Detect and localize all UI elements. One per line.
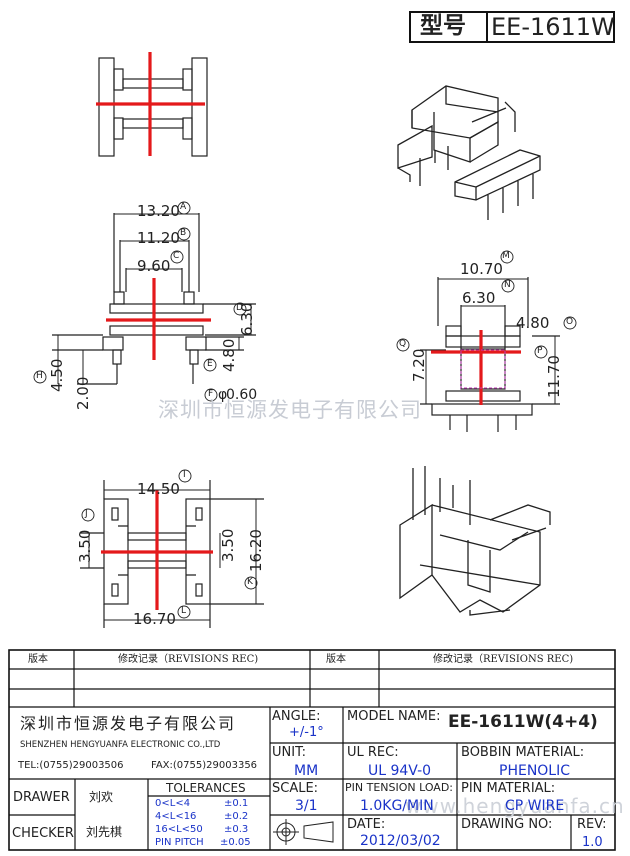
marker-l: L: [181, 606, 187, 616]
dim-h: 4.50: [48, 358, 66, 392]
dim-f: 0.60: [226, 387, 258, 403]
red-center-lines: [96, 52, 521, 610]
company-name-en: SHENZHEN HENGYUANFA ELECTRONIC CO.,LTD: [20, 740, 221, 750]
front-view-outline: [52, 213, 256, 385]
title-block-grid: [8, 649, 616, 851]
checker-name: 刘先棋: [86, 825, 123, 839]
projection-symbol: [273, 819, 334, 845]
dim-o: 4.80: [516, 314, 550, 332]
dim-g: 2.00: [74, 376, 92, 410]
model-header-box: [409, 11, 615, 43]
ul-label: UL REC:: [347, 745, 399, 760]
dim-q: 7.20: [410, 348, 428, 382]
tolerance-range: PIN PITCH: [155, 837, 204, 848]
dim-c: 9.60: [137, 257, 171, 275]
model-header-value: EE-1611W: [491, 13, 615, 41]
marker-i: I: [183, 470, 186, 480]
bobbin-material-value: PHENOLIC: [499, 763, 571, 779]
tolerance-range: 16<L<50: [155, 824, 203, 835]
tolerance-value: ±0.05: [220, 837, 251, 848]
marker-p: P: [537, 346, 543, 356]
tolerance-value: ±0.3: [224, 824, 249, 835]
angle-value: +/-1°: [289, 725, 324, 740]
dim-m: 10.70: [460, 260, 503, 278]
bobbin-material-label: BOBBIN MATERIAL:: [461, 745, 585, 760]
dim-f-prefix: φ: [218, 387, 228, 403]
drawer-label: DRAWER: [13, 790, 70, 805]
unit-label: UNIT:: [272, 745, 306, 760]
marker-j: J: [85, 509, 88, 519]
rev-label: REV:: [577, 817, 607, 832]
dim-a: 13.20: [137, 202, 180, 220]
checker-label: CHECKER: [12, 826, 74, 841]
scale-value: 3/1: [295, 798, 318, 814]
marker-d: D: [236, 303, 243, 313]
dimension-lines: [57, 213, 556, 621]
watermark-corner: www.hengyuanfa.cn: [405, 794, 625, 818]
drawing-no-label: DRAWING NO:: [461, 817, 553, 832]
angle-label: ANGLE:: [272, 709, 321, 724]
tolerance-value: ±0.2: [224, 811, 249, 822]
marker-q: Q: [399, 339, 407, 349]
date-label: DATE:: [347, 817, 386, 832]
marker-n: N: [504, 280, 511, 290]
tolerance-range: 4<L<16: [155, 811, 197, 822]
isometric-bottom: [399, 466, 551, 616]
dim-k2: 3.50: [219, 528, 237, 562]
scale-label: SCALE:: [272, 781, 319, 796]
marker-k: K: [247, 577, 253, 587]
dim-b: 11.20: [137, 229, 180, 247]
marker-e: E: [207, 359, 213, 369]
dim-p: 11.70: [545, 355, 563, 398]
drawer-name: 刘欢: [89, 790, 114, 804]
marker-circles: [33, 201, 577, 619]
dim-j: 3.50: [76, 529, 94, 563]
marker-f: F: [208, 389, 214, 399]
marker-o: O: [566, 317, 574, 327]
header-divider: [486, 11, 488, 43]
tolerance-range: 0<L<4: [155, 798, 191, 809]
dim-i: 14.50: [137, 480, 180, 498]
tolerances-title: TOLERANCES: [166, 781, 246, 795]
company-fax: FAX:(0755)29003356: [151, 760, 258, 771]
isometric-top: [397, 85, 541, 220]
model-name-value: EE-1611W(4+4): [448, 712, 598, 732]
pin-tension-value: 1.0KG/MIN: [360, 798, 434, 814]
revision-record-1: 修改记录（REVISIONS REC): [118, 654, 259, 665]
revision-record-2: 修改记录（REVISIONS REC): [433, 654, 574, 665]
model-header-label: 型号: [420, 12, 466, 39]
marker-b: B: [180, 228, 187, 238]
pin-material-label: PIN MATERIAL:: [461, 781, 556, 796]
company-tel: TEL:(0755)29003506: [18, 760, 124, 771]
model-name-label: MODEL NAME:: [347, 709, 441, 724]
tolerance-value: ±0.1: [224, 798, 249, 809]
dim-e: 4.80: [220, 338, 238, 372]
marker-h: H: [36, 371, 43, 381]
dim-l: 16.70: [133, 610, 176, 628]
watermark-center: 深圳市恒源发电子有限公司: [158, 398, 422, 422]
date-value: 2012/03/02: [360, 833, 441, 849]
pin-tension-label: PIN TENSION LOAD:: [345, 781, 454, 794]
core-window-dashed: [460, 349, 506, 389]
dim-k: 16.20: [247, 529, 265, 572]
marker-m: M: [502, 251, 510, 261]
pin-material-value: CP WIRE: [505, 798, 565, 814]
company-name-cn: 深圳市恒源发电子有限公司: [20, 714, 237, 733]
dim-n: 6.30: [462, 289, 496, 307]
revision-version-2: 版本: [326, 654, 346, 665]
revision-version-1: 版本: [28, 654, 48, 665]
top-view-outline: [98, 57, 208, 157]
marker-c: C: [173, 251, 180, 261]
rev-value: 1.0: [582, 835, 603, 850]
marker-a: A: [180, 202, 187, 212]
ul-value: UL 94V-0: [368, 763, 432, 779]
unit-value: MM: [294, 763, 319, 779]
